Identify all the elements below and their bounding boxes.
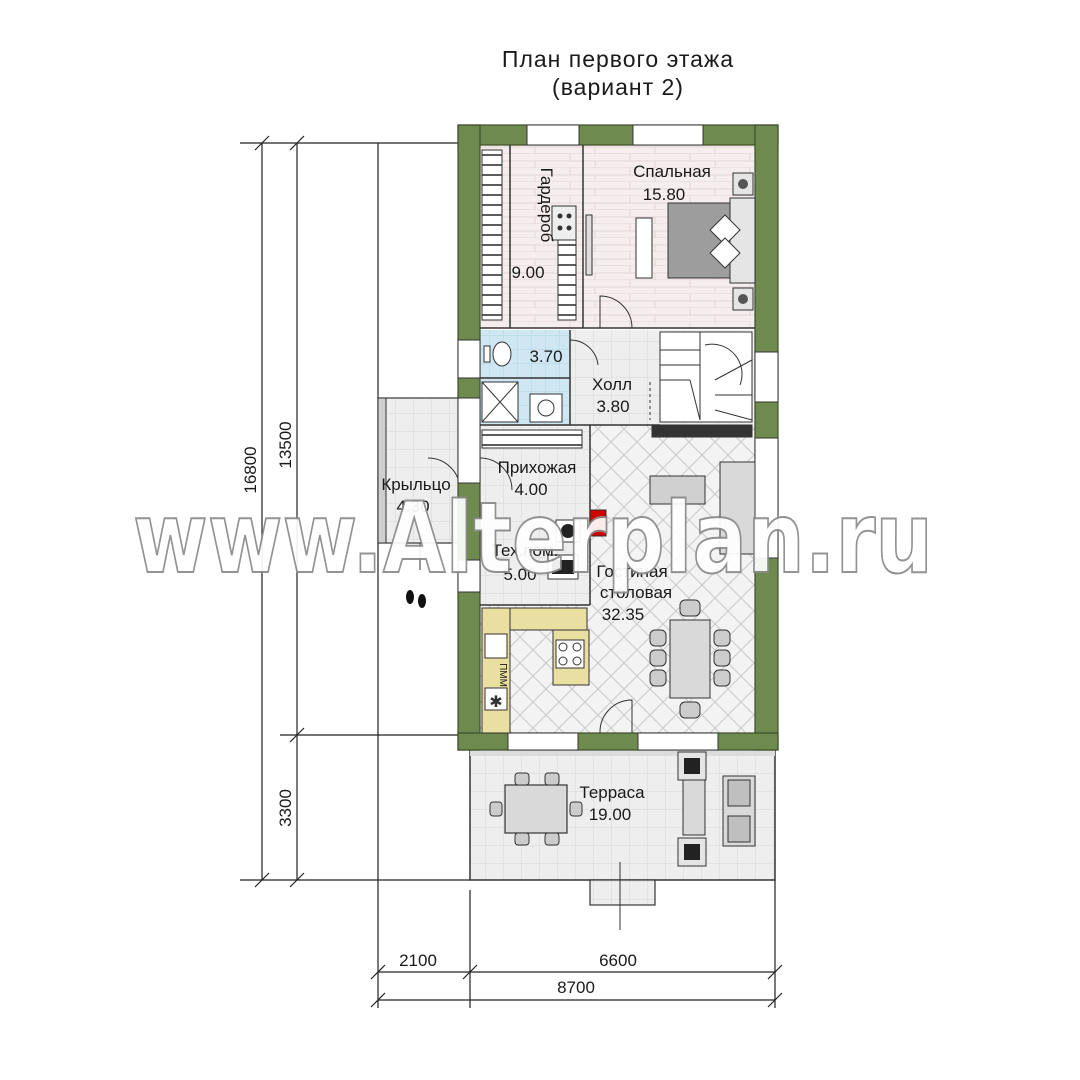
dim-terrace-depth: 3300 <box>276 789 295 827</box>
dining-table <box>649 599 731 719</box>
sofa <box>649 461 756 555</box>
footprints-icon <box>406 590 426 608</box>
room-area-hall: 3.80 <box>596 397 629 416</box>
room-area-bedroom: 15.80 <box>643 185 686 204</box>
room-name-hall: Холл <box>592 375 632 394</box>
dim-house-height: 13500 <box>276 421 295 468</box>
plan-title-line1: План первого этажа <box>502 46 734 72</box>
dim-total-width: 8700 <box>557 978 595 997</box>
room-area-bathroom: 3.70 <box>529 347 562 366</box>
dishwasher-label: ПММ <box>497 663 508 687</box>
dim-porch-width: 2100 <box>399 951 437 970</box>
watermark: www.Alterplan.ru <box>133 482 933 596</box>
room-name-terrace: Терраса <box>579 783 645 802</box>
room-area-wardrobe: 9.00 <box>511 263 544 282</box>
room-name-living-line2: столовая <box>600 583 672 602</box>
terrace-door <box>599 699 633 734</box>
bed <box>585 172 756 311</box>
bedroom-door <box>599 295 633 329</box>
porch <box>377 397 461 570</box>
room-area-tech: 5.00 <box>503 565 536 584</box>
wardrobe-racks <box>481 149 583 449</box>
horizontal-dimensions <box>370 880 783 1008</box>
room-area-terrace: 19.00 <box>589 805 632 824</box>
dim-total-height: 16800 <box>241 446 260 493</box>
room-area-entry: 4.00 <box>514 480 547 499</box>
bathroom-fixtures <box>481 339 599 423</box>
staircase <box>649 331 753 438</box>
snowflake-icon: ✱ <box>489 692 502 711</box>
plan-title-line2: (вариант 2) <box>552 74 684 100</box>
room-name-tech: Тех.пом. <box>492 541 559 560</box>
room-name-wardrobe: Гардероб <box>537 168 556 243</box>
room-name-bedroom: Спальная <box>633 162 711 181</box>
dim-house-width: 6600 <box>599 951 637 970</box>
room-name-porch: Крыльцо <box>381 475 450 494</box>
entry-door <box>479 457 513 491</box>
vertical-dimensions <box>240 135 470 888</box>
kitchen: ✱ <box>481 607 590 734</box>
terrace <box>469 749 776 930</box>
room-area-porch: 4.30 <box>396 497 429 516</box>
room-name-entry: Прихожая <box>498 458 577 477</box>
room-area-living: 32.35 <box>602 605 645 624</box>
fireplace <box>589 509 607 537</box>
tech-room-equipment <box>547 519 581 580</box>
room-name-living-line1: Гостиная <box>596 562 667 581</box>
windows <box>457 124 779 751</box>
